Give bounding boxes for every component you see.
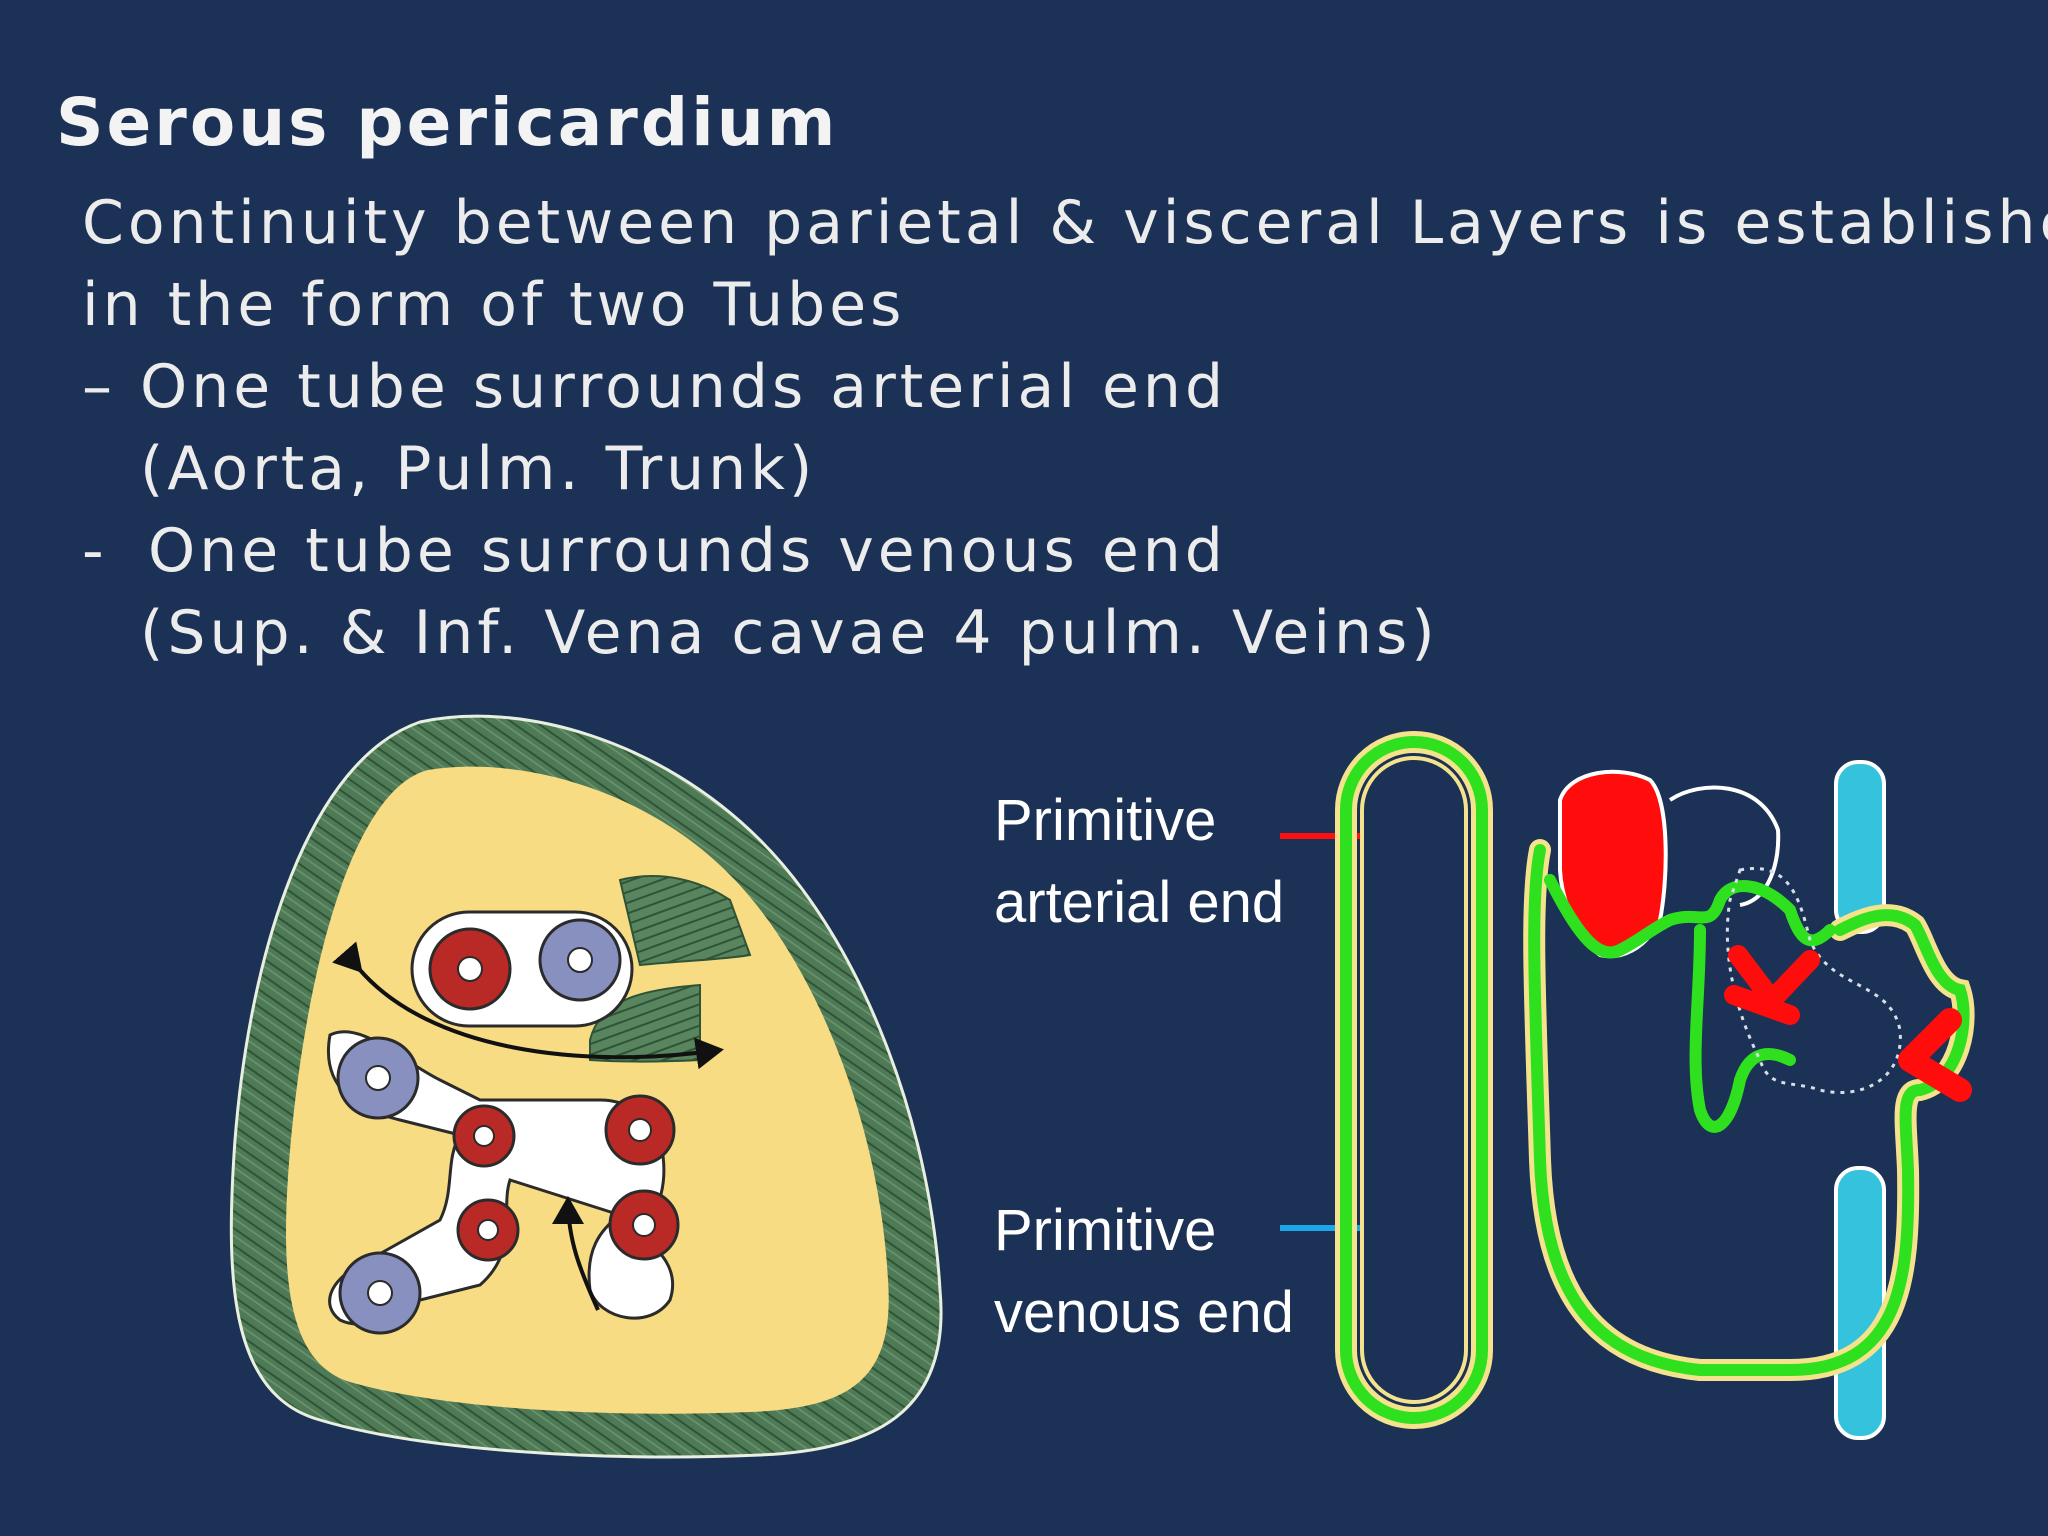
slide-title: Serous pericardium bbox=[56, 84, 839, 161]
vein-lower-left-lumen bbox=[367, 1280, 393, 1306]
venous-label-line-1: Primitive bbox=[994, 1198, 1217, 1263]
vein-lower-mid-lumen bbox=[477, 1219, 499, 1241]
vein-right-lower-lumen bbox=[632, 1213, 656, 1237]
red-chevron-left bbox=[1724, 945, 1820, 1025]
venous-tube-group bbox=[327, 1030, 680, 1335]
body-line-1: Continuity between parietal & visceral L… bbox=[82, 188, 2048, 258]
arterial-label-line-2: arterial end bbox=[994, 870, 1285, 935]
looped-sac-green bbox=[1528, 844, 1970, 1376]
vein-upper-left-lumen bbox=[365, 1065, 391, 1091]
primitive-heart-tube bbox=[1335, 731, 1493, 1429]
bullet-dash: – bbox=[82, 352, 116, 422]
arterial-label-line-1: Primitive bbox=[994, 788, 1217, 853]
venous-vessels-text: (Sup. & Inf. Vena cavae 4 pulm. Veins) bbox=[140, 598, 1439, 668]
transverse-sinus-arrow bbox=[332, 941, 724, 1070]
atrium-dotted-outline bbox=[1725, 867, 1902, 1094]
looped-heart-diagram bbox=[1523, 760, 1975, 1440]
pericardial-sac-illustration bbox=[229, 714, 943, 1459]
bullet-venous: -One tube surrounds venous end bbox=[82, 516, 1227, 586]
arterial-tube-group bbox=[410, 910, 634, 1028]
vein-mid-lumen bbox=[473, 1125, 495, 1147]
bullet-hyphen: - bbox=[82, 516, 108, 586]
body-line-2: in the form of two Tubes bbox=[82, 270, 906, 340]
bullet-arterial-text: One tube surrounds arterial end bbox=[140, 352, 1228, 422]
oblique-sinus-arrow bbox=[552, 1196, 600, 1311]
arterial-vessels-text: (Aorta, Pulm. Trunk) bbox=[140, 434, 817, 504]
red-chevron-right bbox=[1898, 1008, 1972, 1102]
tube-green-layer bbox=[1340, 736, 1488, 1424]
bullet-venous-text: One tube surrounds venous end bbox=[148, 516, 1227, 586]
vein-right-upper-lumen bbox=[628, 1118, 652, 1142]
pulmonary-trunk-lumen bbox=[567, 947, 593, 973]
inner-tube-loop bbox=[1544, 874, 1836, 1133]
venous-label-line-2: venous end bbox=[994, 1280, 1294, 1345]
aorta-lumen bbox=[457, 956, 483, 982]
primitive-venous-end-label: Primitive venous end bbox=[994, 1190, 1294, 1354]
primitive-arterial-end-label: Primitive arterial end bbox=[994, 780, 1284, 944]
bullet-arterial: –One tube surrounds arterial end bbox=[82, 352, 1227, 422]
inferior-vena-cava bbox=[1834, 1166, 1886, 1440]
tube-inner-border bbox=[1360, 756, 1468, 1404]
